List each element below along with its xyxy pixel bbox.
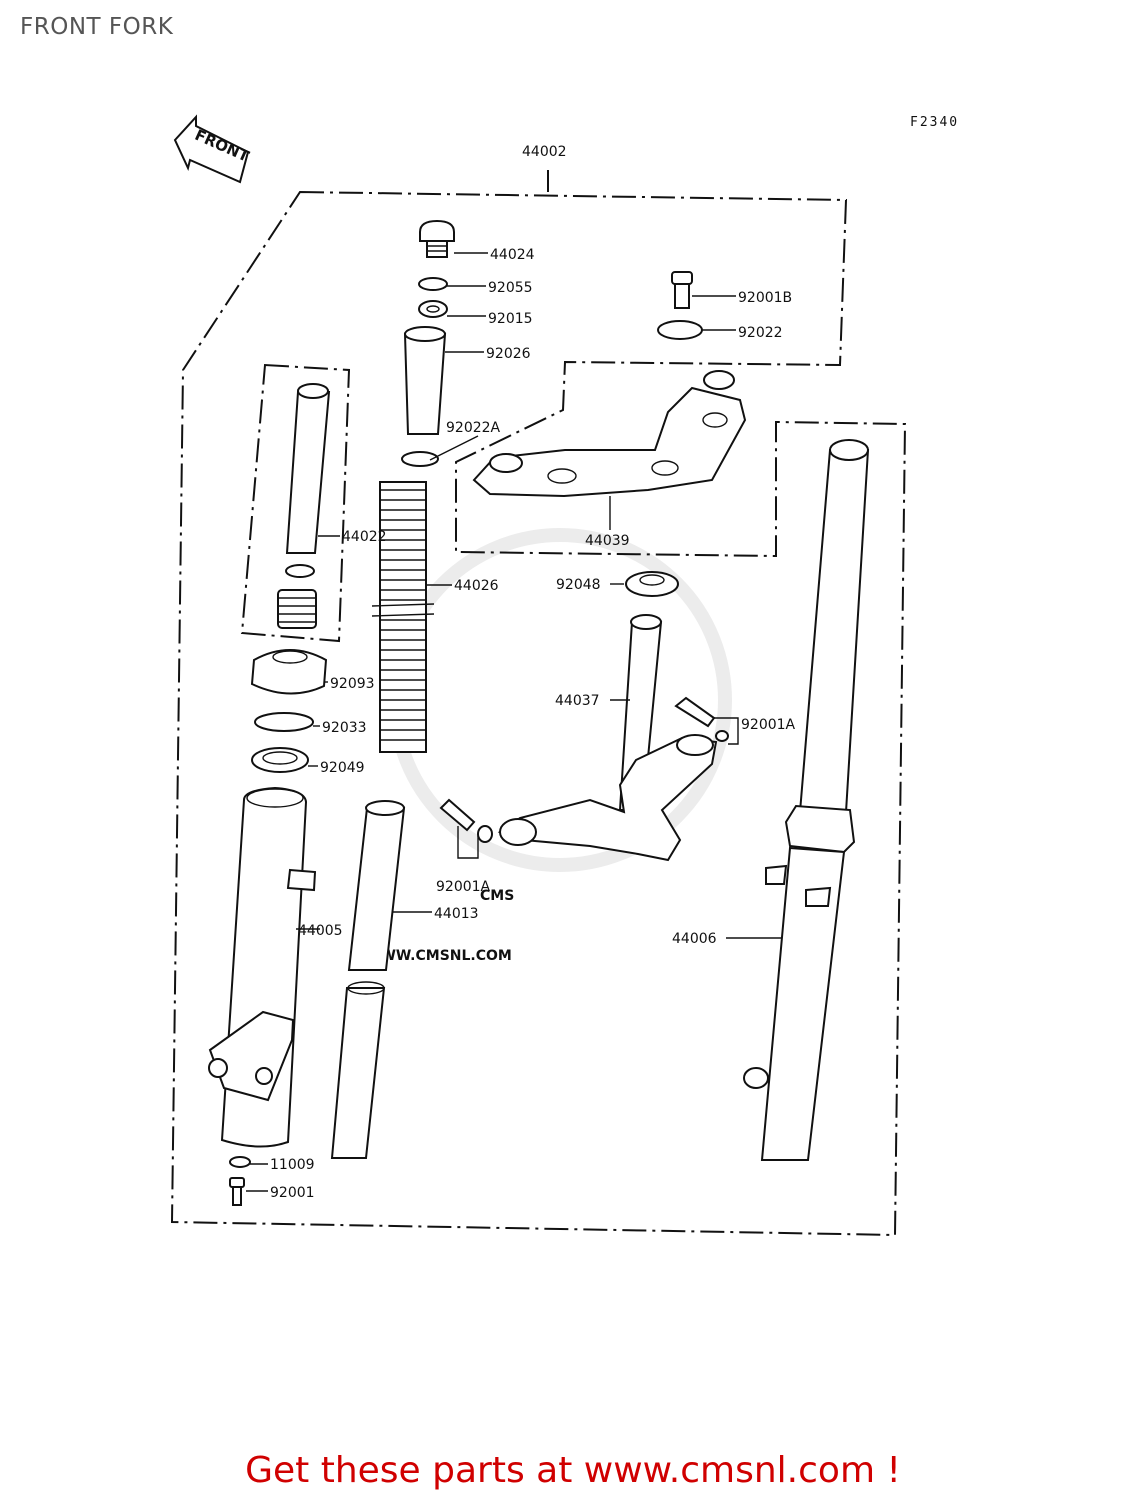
part-92048-nut [625, 571, 679, 597]
label-44037: 44037 [555, 693, 600, 709]
part-44006-right-fork [743, 439, 870, 1161]
label-44013: 44013 [434, 906, 479, 922]
part-92049-oil-seal [251, 747, 309, 773]
part-92033-circlip [254, 712, 314, 732]
part-92026-collar [403, 326, 447, 435]
part-11009-gasket [229, 1156, 251, 1168]
part-92001A-bolt-center [439, 798, 493, 843]
front-arrow-label: FRONT [192, 126, 252, 166]
label-44026: 44026 [454, 578, 499, 594]
part-44037-steering-stem [497, 614, 718, 862]
label-92001A-right: 92001A [741, 717, 796, 733]
part-44022-damper-rod [277, 383, 331, 629]
page-title: FRONT FORK [20, 14, 174, 40]
cmsnl-parts-link[interactable]: Get these parts at www.cmsnl.com ! [245, 1450, 901, 1491]
label-44039: 44039 [585, 533, 630, 549]
front-direction-arrow: FRONT [173, 114, 252, 184]
parts-diagram: CMS WWW.CMSNL.COM FRONT F2340 [170, 114, 959, 1237]
part-92015-washer [418, 300, 448, 318]
label-92001: 92001 [270, 1185, 315, 1201]
label-92022: 92022 [738, 325, 783, 341]
label-11009: 11009 [270, 1157, 315, 1173]
part-92022A-washer [401, 451, 439, 467]
label-92048: 92048 [556, 577, 601, 593]
label-44024: 44024 [490, 247, 535, 263]
part-44024-cap-bolt [419, 219, 455, 258]
label-44002: 44002 [522, 144, 567, 160]
part-92093-dust-seal [250, 649, 328, 695]
label-92049: 92049 [320, 760, 365, 776]
label-44022: 44022 [342, 529, 387, 545]
label-92001A-center: 92001A [436, 879, 491, 895]
part-44013-inner-tube [330, 800, 406, 1159]
label-44006: 44006 [672, 931, 717, 947]
part-44039-upper-bracket [472, 370, 747, 498]
label-44005: 44005 [298, 923, 343, 939]
label-92001B: 92001B [738, 290, 792, 306]
label-92022A: 92022A [446, 420, 501, 436]
label-92093: 92093 [330, 676, 375, 692]
label-92033: 92033 [322, 720, 367, 736]
watermark-url: WWW.CMSNL.COM [365, 948, 512, 964]
part-92022-washer [657, 320, 703, 340]
label-92055: 92055 [488, 280, 533, 296]
leader-lines [246, 252, 782, 1192]
part-92001-bolt [229, 1177, 245, 1206]
diagram-code: F2340 [910, 115, 959, 130]
label-92015: 92015 [488, 311, 533, 327]
label-92026: 92026 [486, 346, 531, 362]
part-44026-spring [371, 481, 435, 753]
part-92001B-bolt [671, 271, 693, 309]
part-92055-o-ring [418, 277, 448, 291]
part-labels: 44002 44024 92055 92015 92026 92001B 920… [270, 144, 796, 1201]
watermark-logo-text: CMS [480, 888, 514, 904]
assembly-boundary [170, 170, 907, 1237]
part-44005-left-outer-tube [208, 786, 317, 1148]
